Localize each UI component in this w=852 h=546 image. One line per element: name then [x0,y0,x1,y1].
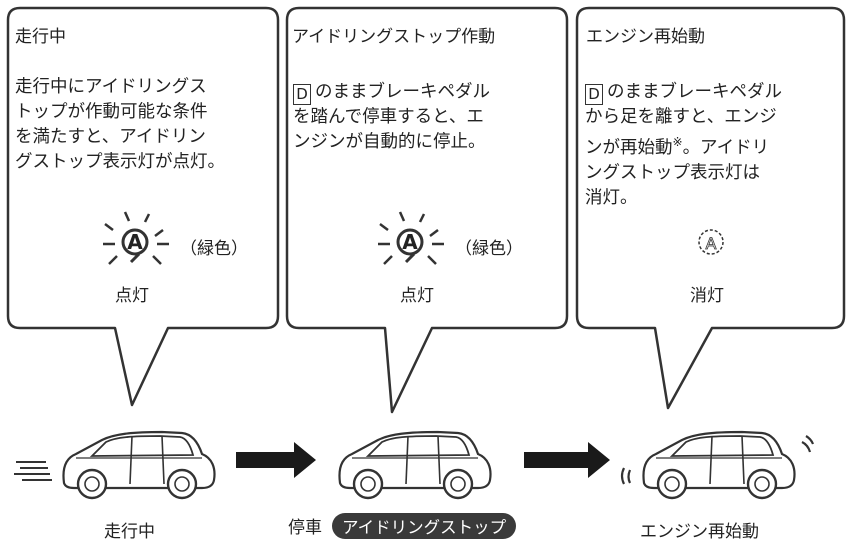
panel-1-line: トップが作動可能な条件 [15,102,208,122]
indicator-ray [152,255,162,265]
panel-2-indicator-state: 点灯 [400,286,434,306]
panel-1-title: 走行中 [15,27,66,47]
car-door-line [161,435,165,485]
car-illustration [642,430,796,500]
panel-2-line: のままブレーキペダル [315,82,490,102]
idling-stop-indicator-icon: A [103,211,169,265]
car-door-line [741,435,745,485]
panel-1-indicator-state: 点灯 [115,286,149,306]
car-door-line [437,435,441,485]
indicator-ray [429,229,439,237]
shift-d-key: D [293,84,311,105]
vibration-mark [627,469,632,484]
car-hub [754,476,770,492]
indicator-letter: A [706,234,717,253]
idling-stop-indicator-icon: A [698,229,724,255]
panel-2-title: アイドリングストップ作動 [292,27,496,47]
car-door-line [709,435,713,485]
panel-3-line: から足を離すと、エンジ [585,107,777,127]
car-hub [450,476,466,492]
panel-3-title: エンジン再始動 [586,27,705,47]
vibration-mark [805,435,815,445]
indicator-ray [143,213,151,223]
panel-3-line: 。アイドリ [682,138,770,158]
callout-panel-1 [6,6,280,407]
indicator-letter: A [402,230,418,254]
car-hub [664,476,680,492]
indicator-arrow [404,252,416,264]
idling-stop-indicator-icon: A [378,211,444,265]
stopped-label: 停車 [288,518,322,538]
car-door-line [405,435,409,485]
car-door-line [129,435,133,485]
indicator-ray [108,255,118,265]
car-hub [84,476,100,492]
panel-2-color-note: （緑色） [455,239,523,259]
indicator-ray [123,211,131,222]
car-illustration [62,430,216,500]
panel-1-line: 走行中にアイドリングス [15,77,207,97]
indicator-letter: A [127,230,143,254]
indicator-ring [698,229,724,255]
stage-label-driving: 走行中 [104,522,155,542]
indicator-ray [154,229,164,237]
stage-label-stopped: 停車アイドリングストップ [288,513,517,539]
callout-panel-2 [285,6,569,414]
indicator-arrow [129,252,141,264]
stage-arrow [524,442,610,478]
panel-1-body: 走行中にアイドリングス トップが作動可能な条件 を満たすと、アイドリン グストッ… [15,75,225,175]
panel-3-line: ンが再始動 [585,138,673,158]
panel-2-line: を踏んで停車すると、エ [293,107,484,127]
car-window [365,435,471,457]
stage-label-restart: エンジン再始動 [640,522,759,542]
indicator-ray [398,211,406,222]
vibration-mark [801,441,812,453]
vibration-mark [620,467,625,485]
panel-1-color-note: （緑色） [180,239,248,259]
panel-1-line: グストップ表示灯が点灯。 [15,152,225,172]
callout-panel-3 [575,6,846,410]
panel-3-indicator-state: 消灯 [690,286,724,306]
indicator-ray [379,223,389,231]
indicator-ray [418,213,426,223]
car-hub [174,476,190,492]
stage-arrow [236,442,316,478]
indicator-ring [121,228,149,256]
car-window [89,435,195,457]
car-window [669,435,775,457]
panel-1-line: を満たすと、アイドリン [15,127,206,147]
panel-3-line: 消灯。 [585,188,638,208]
idling-stop-pill: アイドリングストップ [332,513,517,539]
shift-d-key: D [585,84,603,105]
indicator-ray [427,255,437,265]
indicator-ring [396,228,424,256]
indicator-ray [104,223,114,231]
note-mark: ※ [672,135,683,149]
car-illustration [338,430,492,500]
panel-3-line: ングストップ表示灯は [585,163,760,183]
car-hub [360,476,376,492]
panel-3-line: のままブレーキペダル [607,82,782,102]
indicator-ray [383,255,393,265]
panel-2-line: ンジンが自動的に停止。 [293,132,486,152]
